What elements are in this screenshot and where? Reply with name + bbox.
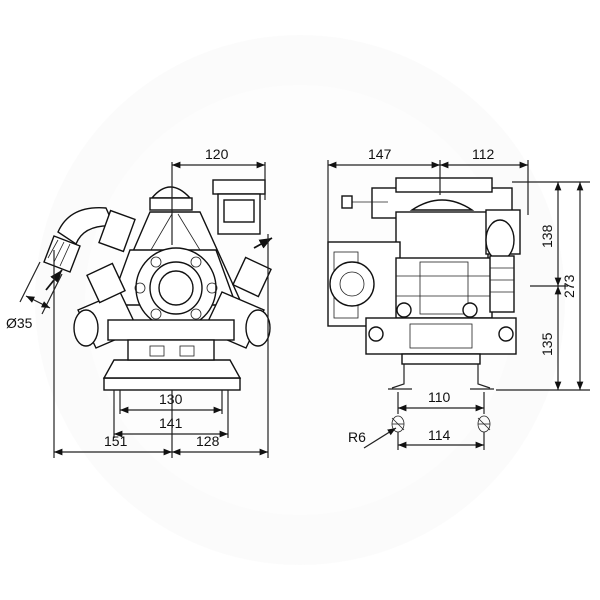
dim-151: 151 xyxy=(104,433,128,449)
dim-128: 128 xyxy=(196,433,220,449)
dim-135: 135 xyxy=(539,332,555,356)
dim-diameter-35: Ø35 xyxy=(6,315,33,331)
dim-110: 110 xyxy=(428,389,451,405)
dim-130: 130 xyxy=(159,391,183,407)
dim-141: 141 xyxy=(159,415,183,431)
dim-273: 273 xyxy=(561,274,577,298)
dim-138: 138 xyxy=(539,224,555,248)
dim-r6: R6 xyxy=(348,429,366,445)
front-view xyxy=(43,179,273,391)
side-dimensions: 147 112 138 273 135 110 R6 xyxy=(327,146,590,450)
dim-120: 120 xyxy=(205,146,229,162)
mounting-hole-right xyxy=(477,415,491,433)
side-view xyxy=(327,177,521,390)
dim-147: 147 xyxy=(368,146,392,162)
dim-112: 112 xyxy=(472,146,495,162)
dim-114: 114 xyxy=(428,427,451,443)
front-dimensions: 120 Ø35 130 141 151 128 xyxy=(6,146,269,458)
